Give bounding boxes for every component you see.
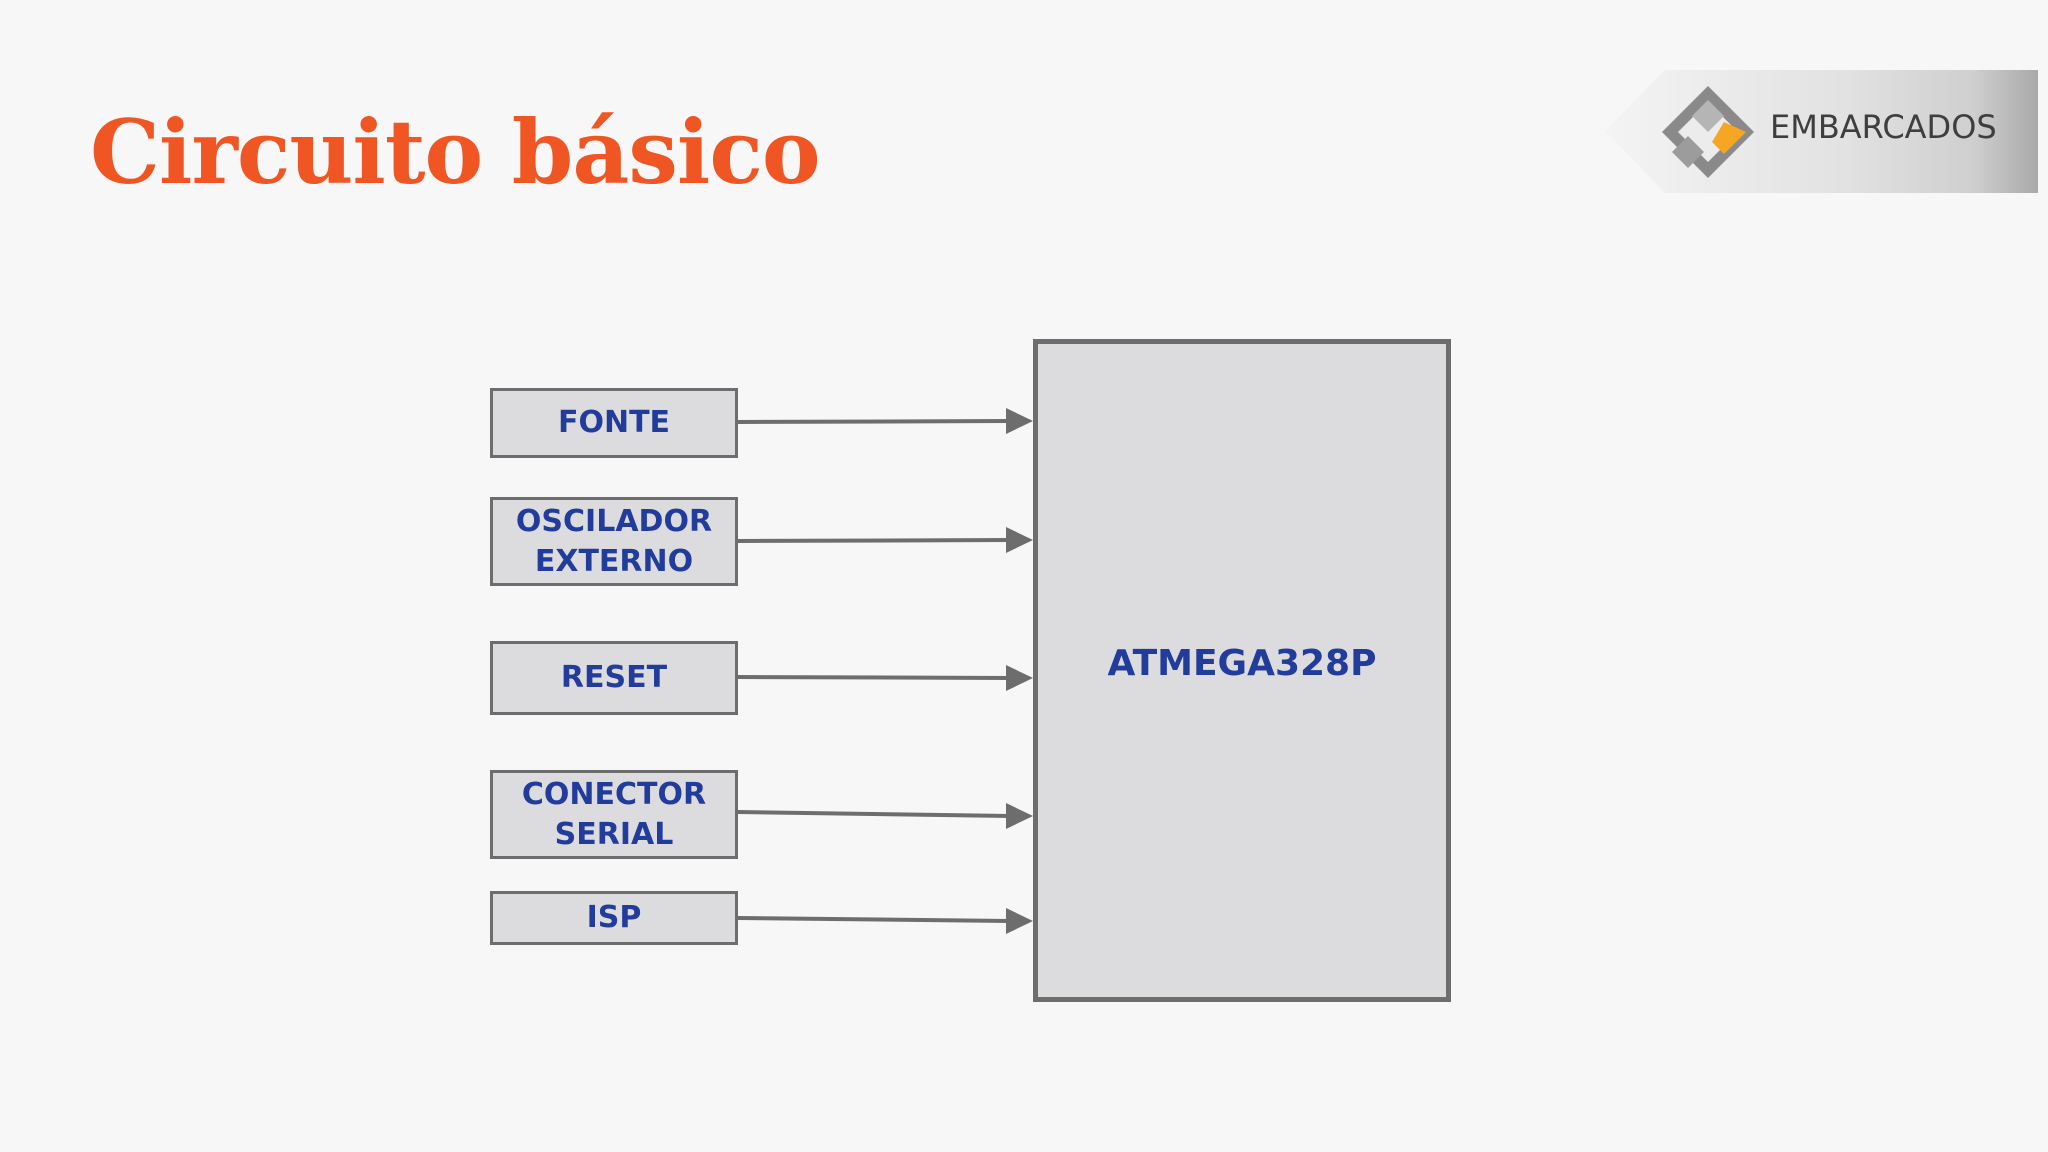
arrow-reset [737,675,1011,680]
block-fonte: FONTE [490,388,738,458]
block-oscilador-externo-label: OSCILADOR EXTERNO [515,503,713,579]
logo-banner-icon [1605,70,2038,193]
arrowhead-reset [1006,665,1033,691]
arrowhead-isp [1006,908,1033,934]
block-reset-label: RESET [560,660,668,695]
arrowhead-oscilador-externo [1006,527,1033,553]
block-conector-serial-label: CONECTOR SERIAL [521,776,707,852]
block-conector-serial: CONECTOR SERIAL [490,770,738,859]
block-isp-label: ISP [586,900,642,935]
block-reset: RESET [490,641,738,715]
logo-text: EMBARCADOS [1770,108,1997,146]
arrowhead-fonte [1006,408,1033,434]
block-oscilador-externo: OSCILADOR EXTERNO [490,497,738,586]
embarcados-logo: EMBARCADOS [1605,70,2038,193]
block-fonte-label: FONTE [557,405,671,440]
block-atmega328p-label: ATMEGA328P [1107,643,1377,684]
arrow-fonte [737,419,1011,424]
block-atmega328p: ATMEGA328P [1033,339,1451,1002]
slide-title: Circuito básico [90,100,821,204]
arrow-oscilador-externo [737,538,1011,543]
arrowhead-conector-serial [1006,803,1033,829]
block-isp: ISP [490,891,738,945]
arrow-conector-serial [737,810,1011,818]
arrow-isp [737,916,1011,923]
